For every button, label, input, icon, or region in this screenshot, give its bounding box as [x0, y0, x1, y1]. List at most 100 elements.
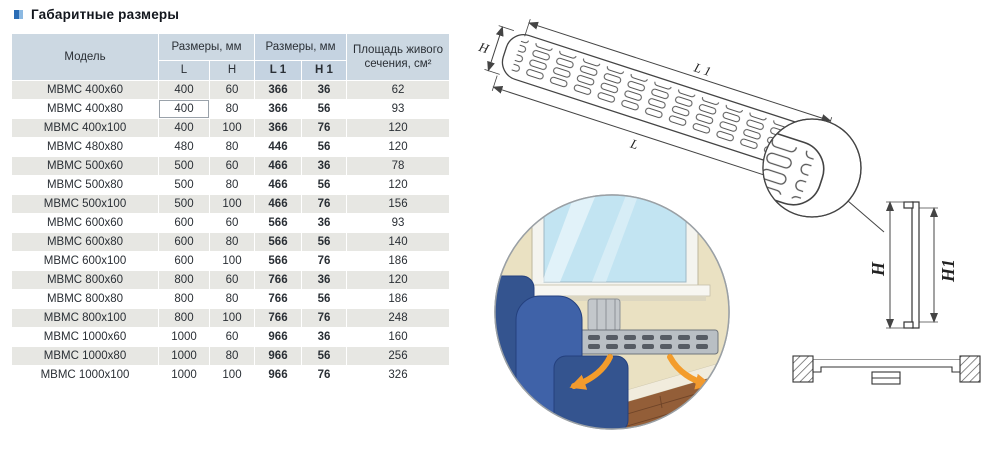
cell-l: 1000 — [159, 347, 209, 365]
table-row: МВМС 800x100 800 100 766 76 248 — [12, 309, 449, 327]
table-header-row: Модель Размеры, мм Размеры, мм Площадь ж… — [12, 34, 449, 80]
cell-area: 156 — [347, 195, 449, 213]
cell-l: 480 — [159, 138, 209, 156]
cell-l: 400 — [159, 100, 209, 118]
cell-model: МВМС 500x100 — [12, 195, 158, 213]
cell-h1: 76 — [302, 252, 346, 270]
cell-h1: 76 — [302, 195, 346, 213]
table-row: МВМС 600x60 600 60 566 36 93 — [12, 214, 449, 232]
cell-model: МВМС 800x80 — [12, 290, 158, 308]
table-row: МВМС 800x80 800 80 766 56 186 — [12, 290, 449, 308]
cell-area: 120 — [347, 138, 449, 156]
cell-l: 1000 — [159, 366, 209, 384]
cell-l: 800 — [159, 290, 209, 308]
cell-h: 100 — [210, 195, 254, 213]
cell-l: 600 — [159, 214, 209, 232]
cell-area: 248 — [347, 309, 449, 327]
cell-model: МВМС 600x60 — [12, 214, 158, 232]
cell-model: МВМС 600x100 — [12, 252, 158, 270]
cell-l1: 766 — [255, 290, 301, 308]
section-title-row: Габаритные размеры — [14, 7, 179, 22]
section-title: Габаритные размеры — [31, 7, 180, 22]
cell-l1: 566 — [255, 233, 301, 251]
window — [531, 195, 699, 293]
header-col-h: H — [210, 61, 254, 80]
cell-l1: 766 — [255, 309, 301, 327]
cell-model: МВМС 1000x100 — [12, 366, 158, 384]
cell-model: МВМС 1000x60 — [12, 328, 158, 346]
cell-l: 800 — [159, 271, 209, 289]
cell-h1: 76 — [302, 119, 346, 137]
cell-area: 186 — [347, 252, 449, 270]
cell-h1: 56 — [302, 347, 346, 365]
cell-area: 120 — [347, 176, 449, 194]
grille-h-label: H — [476, 39, 491, 57]
cell-h1: 56 — [302, 176, 346, 194]
table-row: МВМС 400x100 400 100 366 76 120 — [12, 119, 449, 137]
cell-l1: 966 — [255, 347, 301, 365]
cell-l1: 566 — [255, 252, 301, 270]
cross-section-drawing — [792, 355, 981, 385]
grille-l1-label: L 1 — [691, 59, 713, 79]
cell-l1: 366 — [255, 100, 301, 118]
table-row: МВМС 1000x80 1000 80 966 56 256 — [12, 347, 449, 365]
cell-h: 80 — [210, 176, 254, 194]
cell-area: 93 — [347, 214, 449, 232]
cell-area: 62 — [347, 81, 449, 99]
airflow-arrow-right — [667, 354, 712, 390]
cell-l: 1000 — [159, 328, 209, 346]
header-col-h1: H 1 — [302, 61, 346, 80]
cell-l1: 466 — [255, 176, 301, 194]
cell-l1: 566 — [255, 214, 301, 232]
header-dims-outer: Размеры, мм — [159, 34, 254, 60]
cell-h: 60 — [210, 328, 254, 346]
cell-h1: 36 — [302, 214, 346, 232]
cell-h: 80 — [210, 138, 254, 156]
grille-l-label: L — [628, 135, 640, 152]
header-col-l1: L 1 — [255, 61, 301, 80]
cell-model: МВМС 400x100 — [12, 119, 158, 137]
cell-h1: 56 — [302, 233, 346, 251]
magnifier-detail — [762, 118, 885, 233]
cell-l1: 966 — [255, 366, 301, 384]
table-row: МВМС 500x80 500 80 466 56 120 — [12, 176, 449, 194]
cell-area: 256 — [347, 347, 449, 365]
cell-area: 120 — [347, 119, 449, 137]
cell-l1: 966 — [255, 328, 301, 346]
cell-h: 100 — [210, 119, 254, 137]
header-area: Площадь живого сечения, см² — [347, 34, 449, 80]
cell-area: 120 — [347, 271, 449, 289]
table-row: МВМС 480x80 480 80 446 56 120 — [12, 138, 449, 156]
cell-h1: 36 — [302, 81, 346, 99]
cell-area: 140 — [347, 233, 449, 251]
cell-h: 60 — [210, 214, 254, 232]
cell-l: 600 — [159, 233, 209, 251]
installation-illustration — [494, 194, 730, 430]
cell-h: 80 — [210, 233, 254, 251]
cell-h: 100 — [210, 252, 254, 270]
leader-line — [847, 200, 885, 233]
header-model: Модель — [12, 34, 158, 80]
table-row: МВМС 800x60 800 60 766 36 120 — [12, 271, 449, 289]
cell-model: МВМС 500x80 — [12, 176, 158, 194]
cell-l1: 466 — [255, 157, 301, 175]
cell-area: 78 — [347, 157, 449, 175]
cell-h1: 76 — [302, 366, 346, 384]
cell-l1: 466 — [255, 195, 301, 213]
table-row: МВМС 500x60 500 60 466 36 78 — [12, 157, 449, 175]
cell-h: 100 — [210, 366, 254, 384]
table-row: МВМС 400x80 400 80 366 56 93 — [12, 100, 449, 118]
cell-model: МВМС 800x60 — [12, 271, 158, 289]
header-col-l: L — [159, 61, 209, 80]
cell-h: 60 — [210, 81, 254, 99]
cell-model: МВМС 500x60 — [12, 157, 158, 175]
cell-l: 500 — [159, 176, 209, 194]
header-dims-inner: Размеры, мм — [255, 34, 346, 60]
cell-h: 60 — [210, 271, 254, 289]
table-row: МВМС 600x100 600 100 566 76 186 — [12, 252, 449, 270]
table-row: МВМС 500x100 500 100 466 76 156 — [12, 195, 449, 213]
cell-l1: 366 — [255, 81, 301, 99]
cell-model: МВМС 1000x80 — [12, 347, 158, 365]
cell-l: 400 — [159, 119, 209, 137]
